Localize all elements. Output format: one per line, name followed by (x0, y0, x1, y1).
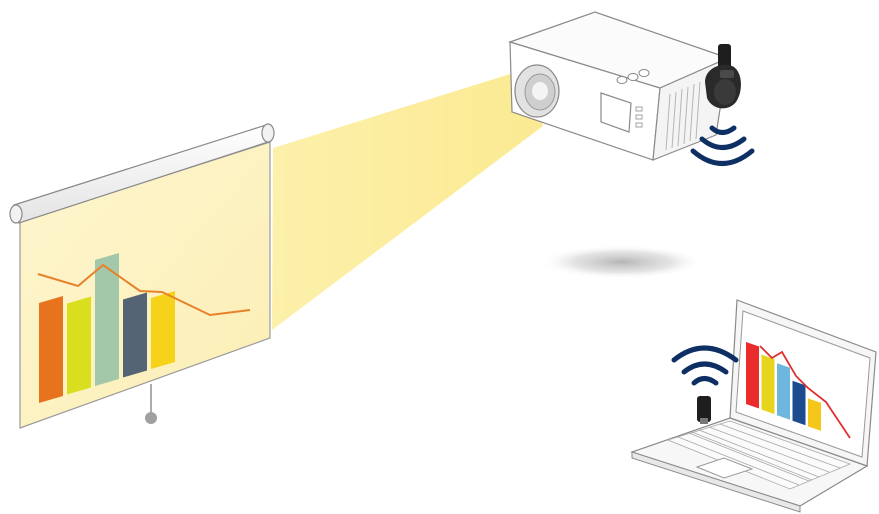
screen-bar-1 (39, 296, 63, 403)
light-beam (272, 70, 543, 330)
projector-panel-keys (636, 107, 642, 127)
laptop-bar-2 (762, 355, 775, 415)
laptop-bar-5 (808, 398, 821, 431)
laptop-bar-3 (777, 363, 790, 420)
screen-bar-2 (67, 297, 91, 395)
laptop-usb-dongle (697, 396, 711, 424)
laptop-bar-4 (793, 381, 806, 426)
projector-lens (515, 65, 559, 117)
laptop-wifi-signal-icon (674, 348, 736, 383)
laptop (632, 300, 876, 512)
projection-screen (10, 124, 274, 428)
screen-bar-4 (123, 293, 147, 378)
laptop-bar-1 (746, 342, 759, 409)
floor-shadow (540, 245, 704, 279)
projector (510, 12, 728, 160)
screen-pull-knob (145, 412, 157, 424)
screen-bar-5 (151, 291, 175, 369)
